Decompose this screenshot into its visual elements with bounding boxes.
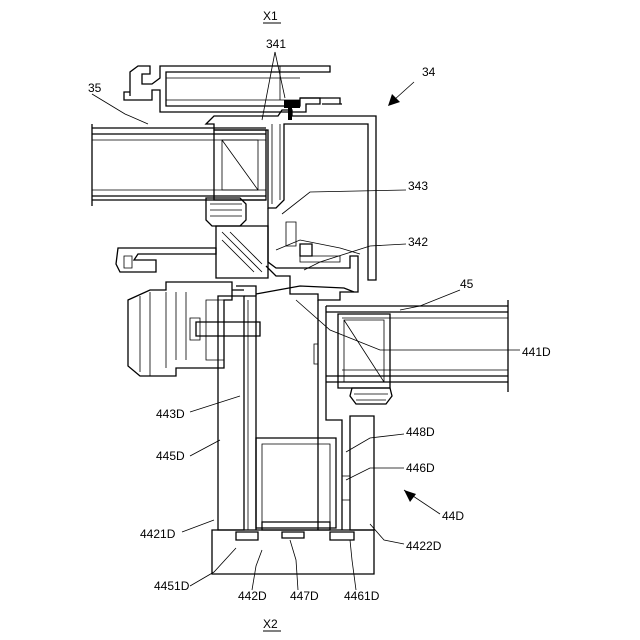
glass-panel-45 [326, 300, 508, 404]
direction-label-x1: X1 [263, 9, 278, 23]
label-443D: 443D [156, 407, 185, 421]
label-4421D: 4421D [140, 527, 176, 541]
label-34: 34 [422, 65, 436, 79]
direction-label-x2: X2 [263, 617, 278, 631]
arrow-44D [404, 490, 416, 502]
label-35: 35 [88, 81, 102, 95]
label-4461D: 4461D [344, 589, 380, 603]
block-343 [216, 226, 268, 278]
label-45: 45 [460, 277, 474, 291]
label-341: 341 [266, 37, 286, 51]
glass-panel-35 [92, 124, 266, 226]
label-441D: 441D [522, 345, 551, 359]
direction-marker-x2: X2 [263, 617, 281, 631]
label-442D: 442D [238, 589, 267, 603]
upper-rail-profile [124, 66, 342, 112]
label-342: 342 [408, 235, 428, 249]
label-446D: 446D [406, 461, 435, 475]
label-4451D: 4451D [154, 579, 190, 593]
label-44D: 44D [442, 509, 464, 523]
arrow-34 [388, 82, 414, 106]
label-343: 343 [408, 179, 428, 193]
label-445D: 445D [156, 449, 185, 463]
direction-marker-x1: X1 [263, 9, 281, 23]
label-448D: 448D [406, 425, 435, 439]
label-447D: 447D [290, 589, 319, 603]
handle-arm [116, 248, 216, 272]
label-4422D: 4422D [406, 539, 442, 553]
